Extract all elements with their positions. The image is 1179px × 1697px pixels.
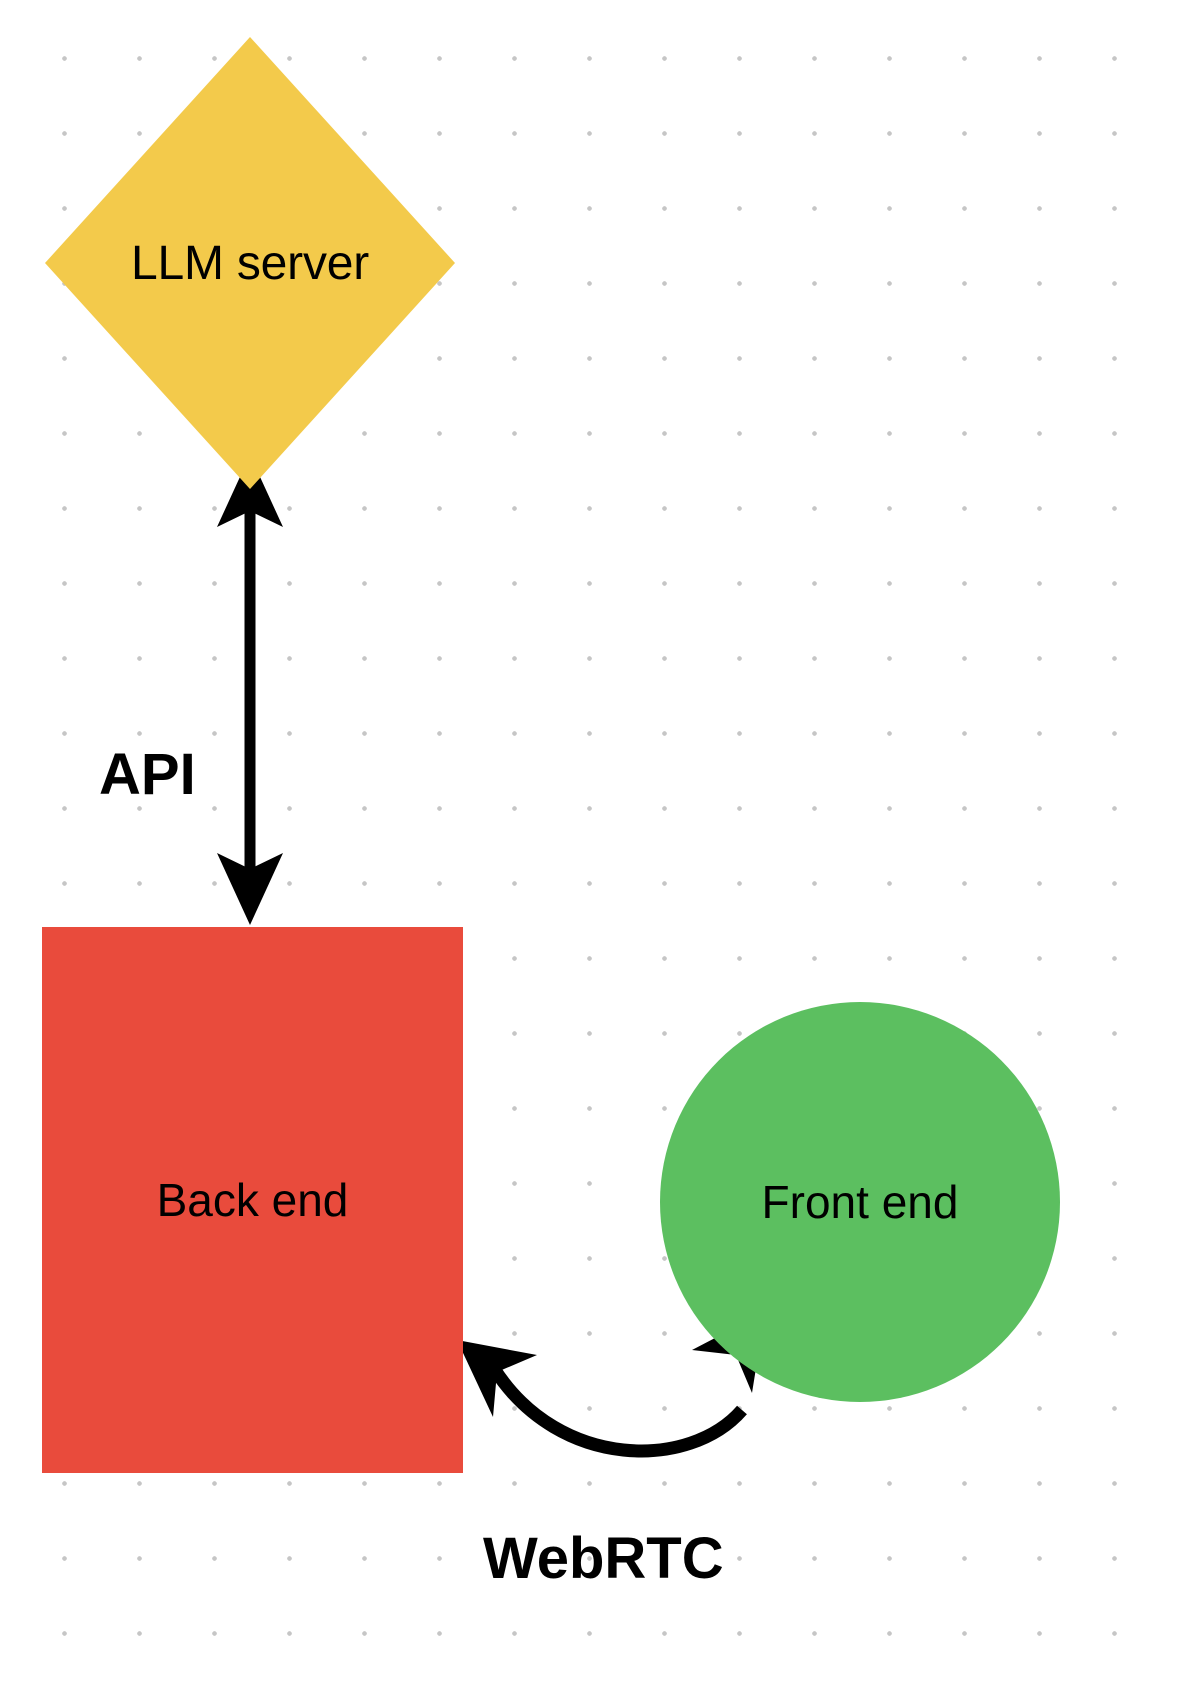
node-front-end-label: Front end xyxy=(761,1176,959,1228)
edge-webrtc-arrowhead-left xyxy=(457,1340,537,1417)
node-llm-server-label: LLM server xyxy=(130,236,370,290)
edge-label-webrtc: WebRTC xyxy=(483,1526,724,1591)
edge-api[interactable] xyxy=(217,455,283,925)
edge-api-arrowhead-bottom xyxy=(217,853,283,925)
edge-webrtc-curve xyxy=(489,1366,747,1458)
node-llm-server[interactable]: LLM server xyxy=(45,37,455,489)
node-back-end-label: Back end xyxy=(156,1174,349,1226)
edge-label-api: API xyxy=(99,742,196,807)
node-front-end[interactable]: Front end xyxy=(660,1002,1060,1402)
node-back-end[interactable]: Back end xyxy=(42,927,463,1473)
